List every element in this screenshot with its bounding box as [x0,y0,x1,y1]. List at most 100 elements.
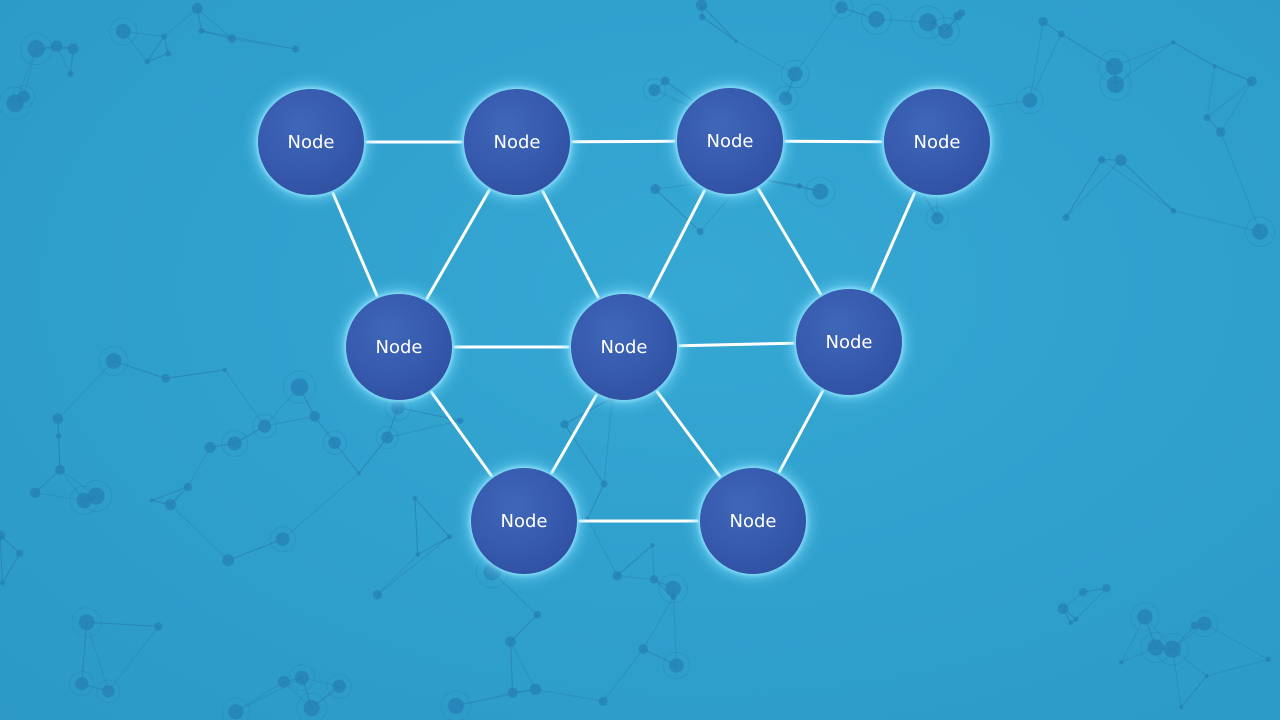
background-ring [1130,602,1160,632]
background-link [235,681,284,713]
background-dot [457,417,464,424]
background-dot [257,419,272,433]
background-link [35,492,85,501]
background-link [642,596,674,650]
background-link [1220,131,1261,232]
background-link [57,418,61,470]
background-dot [1118,660,1124,665]
background-link [34,469,61,494]
background-link [2,553,21,584]
background-dot [228,704,244,720]
background-ring [772,85,799,112]
background-link [1220,80,1253,133]
background-link [701,16,737,42]
background-link [1029,33,1062,101]
background-ring [1016,86,1044,115]
background-dot [648,83,661,96]
background-dot [812,183,829,200]
background-link [414,498,419,555]
background-dot [204,441,216,453]
background-ring [269,526,296,553]
background-link [616,544,653,577]
background-dot [0,530,6,541]
background-link [107,626,159,692]
background-link [673,597,677,666]
edge-n1-n5 [331,191,379,298]
background-link [201,30,232,40]
background-dot [105,353,122,369]
background-link [602,648,644,702]
background-dot [868,11,885,28]
background-dot [938,23,954,39]
node-5-label: Node [375,336,423,358]
background-link [603,397,613,485]
background-dot [67,70,74,77]
background-link [387,420,461,439]
background-dot [1106,75,1124,93]
background-dot [412,495,418,501]
background-link [86,621,159,627]
background-link [146,53,169,63]
background-dot [55,433,62,439]
background-link [414,498,419,555]
background-link [1061,33,1115,68]
background-dot [115,23,131,39]
background-dot [1038,16,1048,27]
background-dot [275,532,290,547]
background-dot [78,614,95,631]
background-link [113,360,166,379]
background-ring [642,78,666,102]
background-dot [1203,114,1211,122]
background-link [151,486,188,501]
background-dot [27,40,45,58]
background-link [414,497,450,538]
node-2: Node [464,89,570,195]
background-link [86,622,109,692]
background-ring [0,86,32,120]
background-dot [87,487,105,505]
background-dot [953,11,963,21]
node-3-label: Node [706,130,754,152]
background-dot [1252,223,1269,240]
background-link [455,692,513,707]
background-link [1206,658,1269,677]
background-link [1065,159,1122,218]
background-ring [221,697,251,720]
background-link [58,435,61,470]
background-dot [50,40,63,52]
background-dot [391,400,405,415]
background-link [146,36,165,62]
background-link [1172,41,1215,67]
background-dot [695,0,708,11]
node-4-label: Node [913,131,961,153]
background-dot [650,543,655,548]
background-dot [507,687,518,698]
background-ring [288,664,316,692]
background-dot [309,411,320,422]
background-link [701,4,737,42]
background-link [358,437,388,474]
background-dot [665,580,681,597]
background-link [165,369,225,379]
background-dot [191,3,203,14]
background-link [510,614,538,643]
background-link [86,621,159,627]
background-link [201,30,232,40]
background-dot [372,590,382,600]
edge-n6-n7 [678,341,795,348]
background-ring [860,3,892,35]
background-link [377,536,450,596]
background-dot [446,534,452,540]
background-link [701,16,737,42]
background-ring [805,176,836,207]
background-dot [55,464,65,475]
background-ring [829,0,854,20]
background-ring [925,206,949,230]
background-link [1171,649,1182,708]
background-link [701,4,737,42]
background-link [58,435,61,470]
background-dot [612,571,622,581]
node-9-label: Node [729,510,777,532]
node-6-label: Node [600,336,648,358]
